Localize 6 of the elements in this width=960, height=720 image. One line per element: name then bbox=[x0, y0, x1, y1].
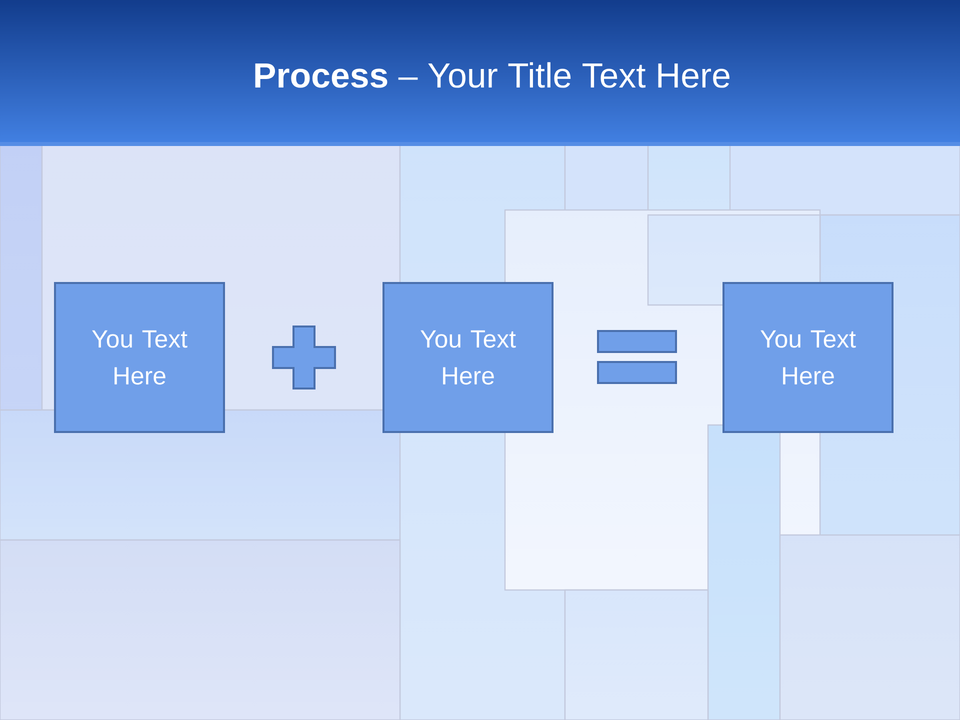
text-box: You Text Here bbox=[382, 282, 554, 433]
equals-sign bbox=[597, 330, 677, 384]
text-box: You Text Here bbox=[722, 282, 894, 433]
text-box: You Text Here bbox=[54, 282, 225, 433]
plus-sign bbox=[272, 326, 336, 390]
title: Process – Your Title Text Here bbox=[255, 62, 730, 88]
